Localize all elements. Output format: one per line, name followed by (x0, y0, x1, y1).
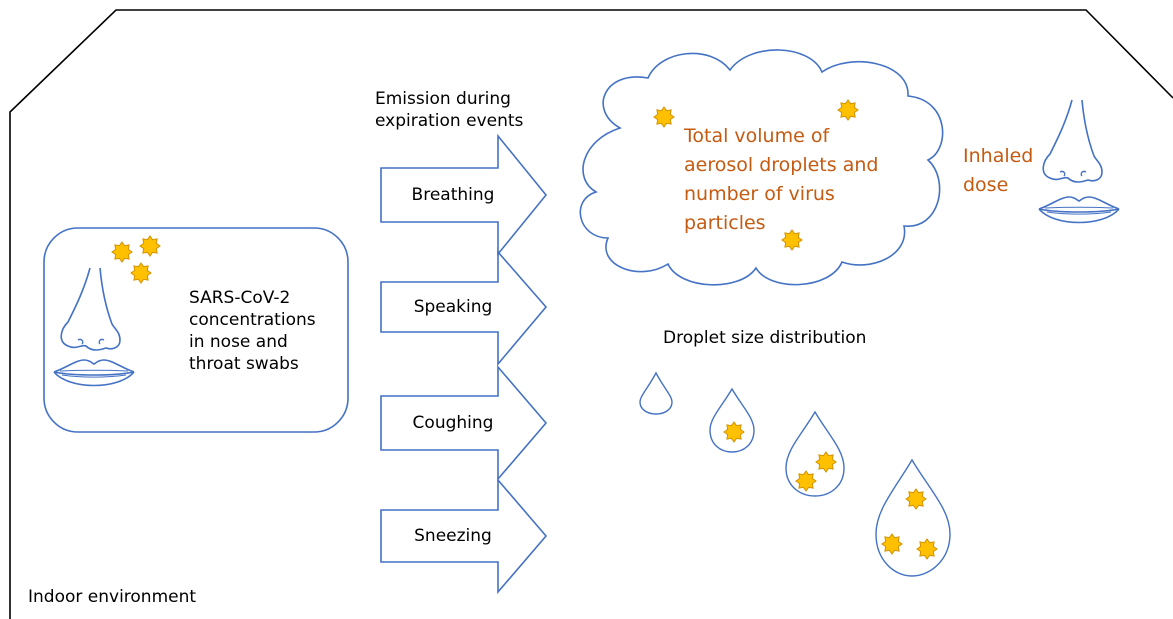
source-label: SARS-CoV-2 concentrations in nose and th… (189, 287, 316, 375)
cloud-label-line: aerosol droplets and (684, 154, 879, 176)
virus-particle-icon (653, 106, 675, 128)
event-label-breathing: Breathing (411, 185, 495, 205)
arrow-breathing (380, 133, 548, 257)
inhaled-dose-line: Inhaled (963, 145, 1034, 167)
arrow-coughing (380, 364, 548, 482)
inhaled-dose-label: Inhaled dose (963, 142, 1033, 200)
cloud-label: Total volume of aerosol droplets and num… (684, 122, 878, 238)
virus-particle-icon (130, 262, 152, 284)
inhaled-dose-line: dose (963, 174, 1009, 196)
cloud-label-line: particles (684, 212, 766, 234)
source-label-line: in nose and (189, 332, 288, 352)
droplet-small (639, 371, 673, 415)
aerosol-cloud (579, 49, 944, 286)
source-label-line: concentrations (189, 310, 316, 330)
indoor-environment-label: Indoor environment (28, 587, 197, 607)
source-label-line: throat swabs (189, 354, 299, 374)
virus-particle-icon (837, 99, 859, 121)
source-label-line: SARS-CoV-2 (189, 288, 291, 308)
virus-particle-icon (795, 470, 817, 492)
emission-heading: Emission during expiration events (375, 88, 523, 132)
event-label-coughing: Coughing (412, 413, 494, 433)
emission-heading-line: expiration events (375, 111, 524, 131)
cloud-label-line: Total volume of (684, 125, 830, 147)
emission-heading-line: Emission during (375, 89, 511, 109)
virus-particle-icon (139, 235, 161, 257)
source-lips-icon (53, 359, 135, 387)
event-label-sneezing: Sneezing (414, 526, 492, 546)
arrow-speaking (380, 249, 548, 367)
receiver-nose-icon (1042, 99, 1103, 183)
virus-particle-icon (881, 533, 903, 555)
droplet-large (785, 410, 845, 497)
event-label-speaking: Speaking (413, 297, 493, 317)
virus-particle-icon (916, 538, 938, 560)
receiver-lips-icon (1038, 196, 1120, 224)
cloud-label-line: number of virus (684, 183, 835, 205)
arrow-sneezing (380, 477, 548, 595)
source-nose-icon (60, 267, 121, 351)
virus-particle-icon (111, 241, 133, 263)
droplet-largest (875, 458, 951, 577)
droplet-medium (709, 387, 755, 453)
droplet-size-label: Droplet size distribution (663, 328, 867, 348)
virus-particle-icon (723, 421, 745, 443)
indoor-boundary (9, 9, 1173, 619)
source-box (43, 227, 349, 433)
virus-particle-icon (905, 488, 927, 510)
virus-particle-icon (815, 451, 837, 473)
